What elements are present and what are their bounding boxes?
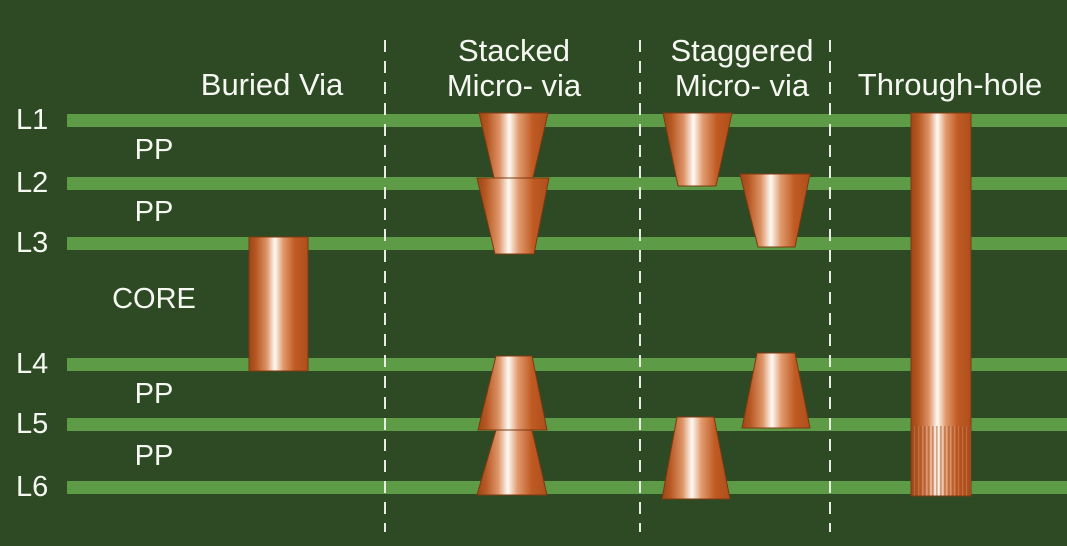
layer-bar-l2 [67,177,1067,190]
through-hole-drill-texture [911,426,971,496]
layer-label-l5: L5 [16,408,49,440]
column-title-staggered-line1: Staggered [670,33,814,68]
staggered-microvia-top-left-shape [662,112,733,187]
stacked-microvia-bottom-upper-shape [477,355,548,431]
layer-label-l4: L4 [16,348,49,380]
column-title-buried-via: Buried Via [200,67,344,102]
layer-label-l1: L1 [16,104,49,136]
layer-label-l6: L6 [16,471,49,503]
column-divider-3 [829,40,831,532]
column-title-through-hole: Through-hole [857,67,1043,102]
layer-bar-l4 [67,358,1067,371]
layer-bar-l1 [67,114,1067,127]
column-title-stacked-line2: Micro- via [446,68,582,103]
buried-via-shape [248,236,309,372]
staggered-microvia-top-right-shape [739,173,811,248]
dielectric-label-pp-4: PP [134,440,174,472]
layer-label-l3: L3 [16,227,49,259]
dielectric-label-pp-3: PP [134,378,174,410]
column-divider-2 [639,40,641,532]
column-title-stacked-line1: Stacked [457,33,570,68]
layer-bar-l3 [67,237,1067,250]
column-divider-1 [384,40,386,532]
column-title-stacked-microvia: Stacked Micro- via [404,33,624,103]
stacked-microvia-top-upper-shape [478,112,549,179]
layer-bar-l5 [67,418,1067,431]
stacked-microvia-bottom-lower-shape [476,429,548,496]
layer-bar-l6 [67,481,1067,494]
dielectric-label-pp-2: PP [134,196,174,228]
dielectric-label-pp-1: PP [134,134,174,166]
column-title-staggered-line2: Micro- via [674,68,810,103]
layer-label-l2: L2 [16,167,49,199]
stacked-microvia-top-lower-shape [476,177,550,255]
staggered-microvia-bottom-right-shape [741,352,811,429]
column-title-staggered-microvia: Staggered Micro- via [632,33,852,103]
dielectric-label-core: CORE [112,283,196,315]
staggered-microvia-bottom-left-shape [661,416,731,500]
